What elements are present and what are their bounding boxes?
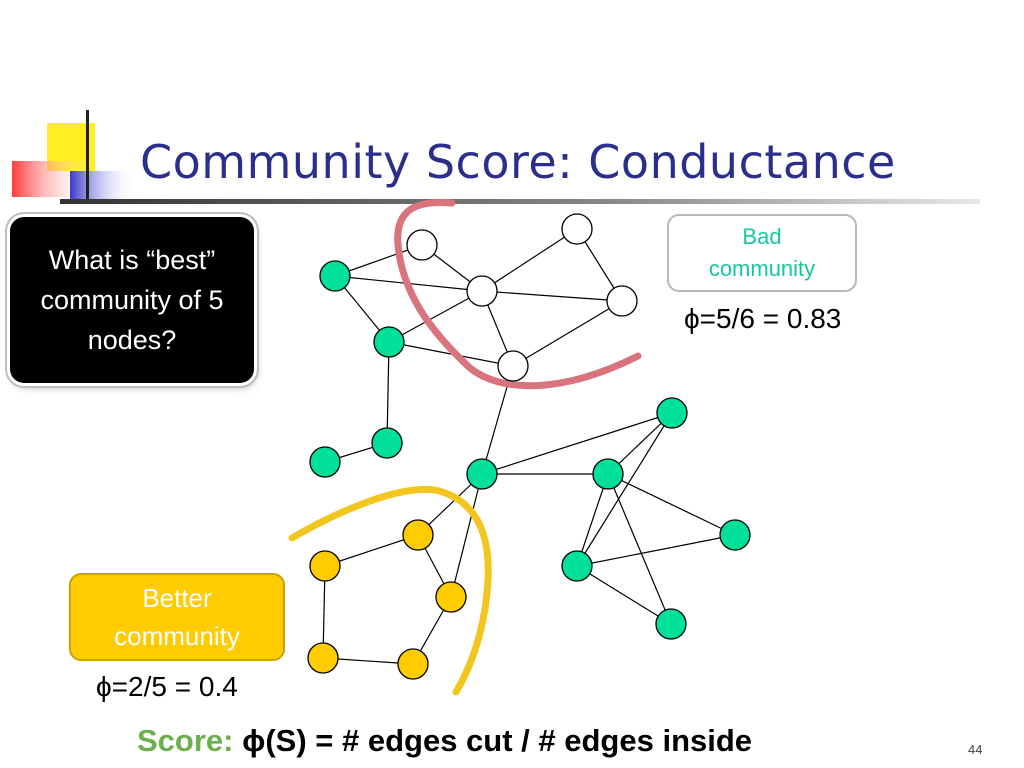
better-cut-curve <box>288 485 492 696</box>
better-community-score: ϕ=2/5 = 0.4 <box>96 671 238 702</box>
graph-edge-w4-w5 <box>512 300 623 367</box>
graph-node-y4 <box>307 642 339 674</box>
score-formula-text: ϕ(S) = # edges cut / # edges inside <box>242 723 753 758</box>
graph-node-g5 <box>466 458 498 490</box>
question-callout: What is “best” community of 5 nodes? <box>10 217 254 383</box>
graph-node-g4 <box>309 446 341 478</box>
slide-logo-decoration <box>12 110 136 203</box>
better-community-box: Better community <box>69 573 285 661</box>
graph-node-g10 <box>655 608 687 640</box>
graph-node-w5 <box>497 350 529 382</box>
bad-community-box: Bad community <box>667 214 857 292</box>
graph-node-g6 <box>592 458 624 490</box>
graph-node-g7 <box>656 397 688 429</box>
graph-node-g1 <box>319 260 351 292</box>
question-text: What is “best” community of 5 nodes? <box>40 245 224 355</box>
graph-edge-w3-g2 <box>388 290 483 343</box>
graph-edge-g5-g7 <box>481 412 673 475</box>
graph-node-w1 <box>406 229 438 261</box>
graph-node-y5 <box>397 648 429 680</box>
graph-node-w4 <box>606 285 638 317</box>
graph-edge-g9-g10 <box>576 565 672 625</box>
graph-edge-g6-g9 <box>576 473 609 567</box>
better-community-label: Better community <box>114 583 240 651</box>
graph-edge-g5-y3 <box>450 473 483 598</box>
score-formula: Score: ϕ(S) = # edges cut / # edges insi… <box>137 723 752 759</box>
graph-node-g2 <box>373 326 405 358</box>
graph-node-w3 <box>466 275 498 307</box>
graph-edge-g8-g9 <box>576 534 736 567</box>
graph-node-g3 <box>371 427 403 459</box>
graph-edge-g2-g3 <box>386 341 390 444</box>
graph-node-g9 <box>561 550 593 582</box>
title-divider <box>60 199 980 204</box>
graph-edge-g6-g8 <box>607 473 736 536</box>
graph-edge-g7-g9 <box>576 412 673 567</box>
graph-node-y2 <box>309 550 341 582</box>
bad-cut-curve <box>394 199 642 390</box>
graph-node-y1 <box>402 519 434 551</box>
graph-edge-w3-w4 <box>481 290 623 302</box>
graph-node-y3 <box>435 581 467 613</box>
graph-edge-w3-w2 <box>481 228 578 292</box>
graph-edge-y1-y2 <box>324 534 419 567</box>
graph-node-w2 <box>561 213 593 245</box>
score-formula-label: Score: <box>137 723 243 758</box>
graph-nodes <box>307 213 751 680</box>
page-number: 44 <box>968 742 983 757</box>
bad-community-score: ϕ=5/6 = 0.83 <box>684 303 842 334</box>
bad-community-label: Bad community <box>708 224 816 281</box>
page-title: Community Score: Conductance <box>140 135 896 189</box>
graph-node-g8 <box>719 519 751 551</box>
